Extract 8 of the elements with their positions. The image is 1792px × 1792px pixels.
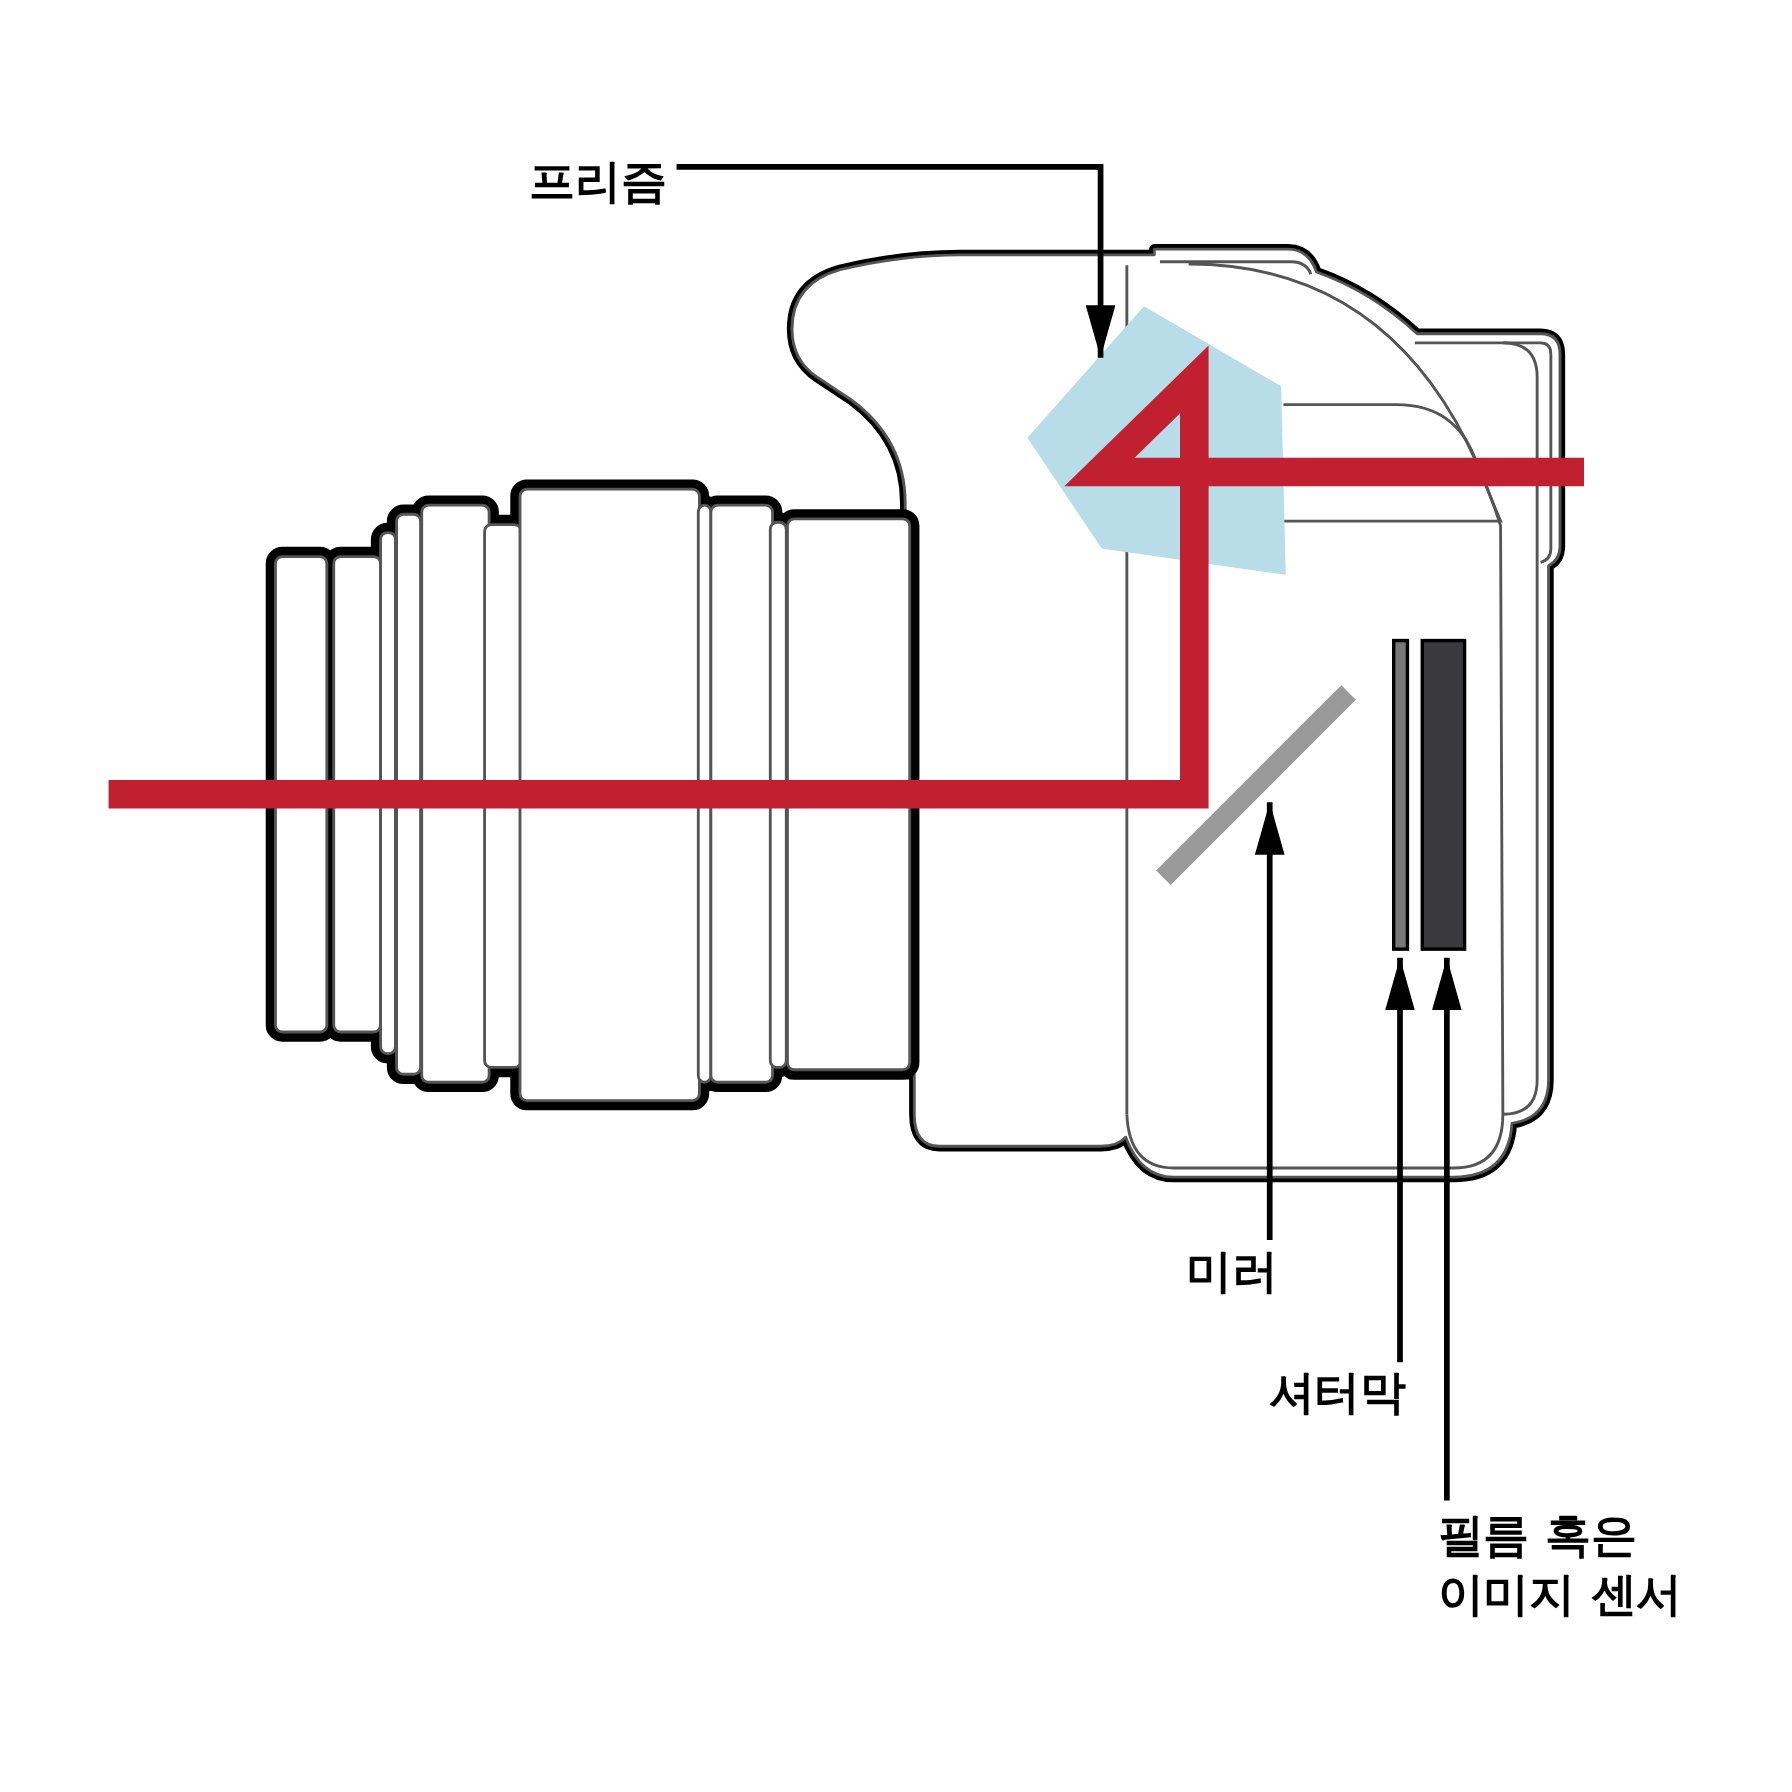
leader-line (1254, 802, 1285, 1240)
callout-label: 미러 (1186, 1241, 1290, 1301)
callout-label: 프리즘 (529, 150, 678, 211)
callout-label: 필름 혹은 이미지 센서 (1437, 1505, 1690, 1624)
leader-line (676, 164, 1116, 358)
leader-line (1432, 957, 1462, 1501)
leader-line (1385, 957, 1415, 1363)
callout-label: 셔터막 (1268, 1362, 1418, 1422)
